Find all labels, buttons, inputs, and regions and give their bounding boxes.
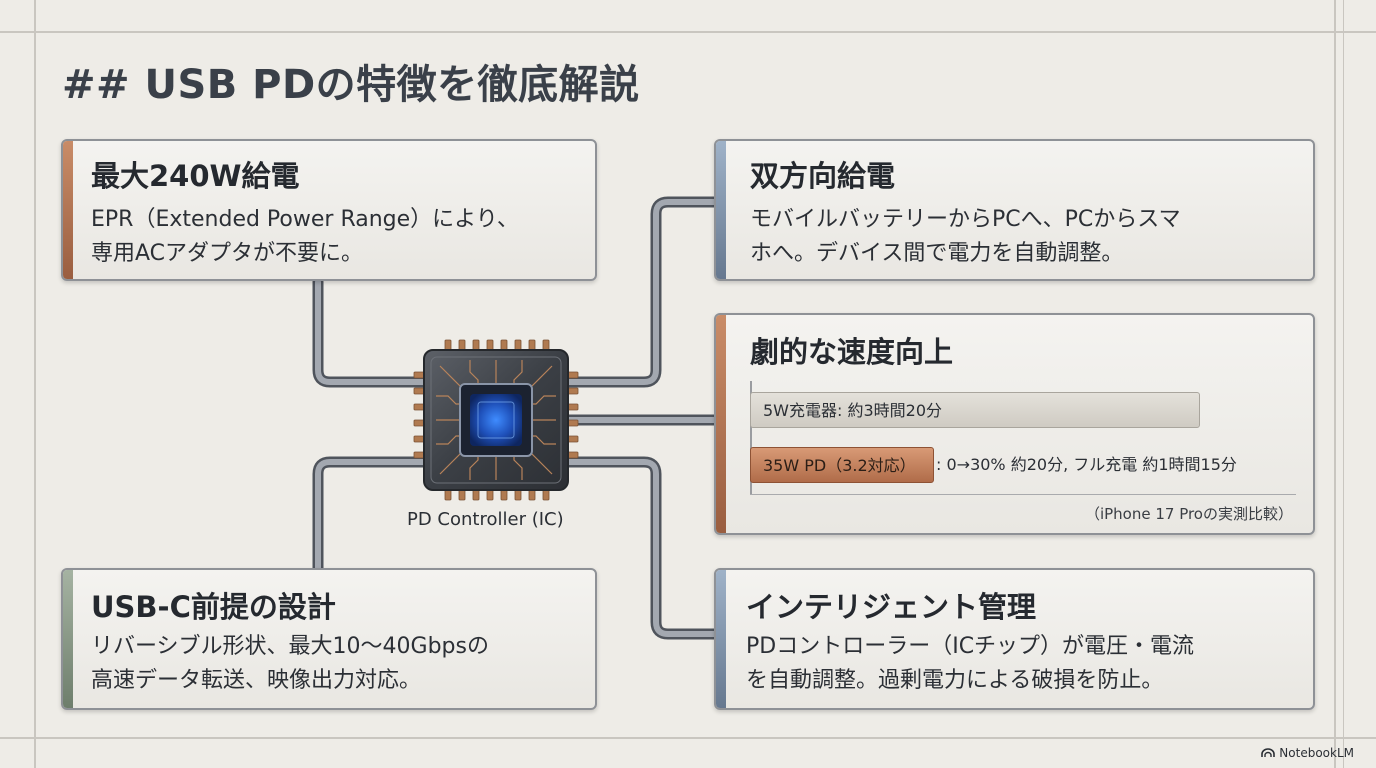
card-title: 最大240W給電: [91, 159, 300, 193]
card-intelligent: インテリジェント管理 PDコントローラー（ICチップ）が電圧・電流 を自動調整。…: [714, 568, 1315, 710]
speed-bar-35w-detail: : 0→30% 約20分, フル充電 約1時間15分: [936, 455, 1237, 474]
card-bidirectional: 双方向給電 モバイルバッテリーからPCへ、PCからスマ ホへ。デバイス間で電力を…: [714, 139, 1315, 281]
card-title: USB-C前提の設計: [91, 590, 336, 624]
speed-bar-5w: 5W充電器: 約3時間20分: [750, 392, 1200, 428]
card-body-line: ホへ。デバイス間で電力を自動調整。: [750, 241, 1124, 266]
frame-bottom-line: [0, 737, 1376, 739]
bar-baseline: [750, 494, 1296, 495]
card-accent: [716, 141, 726, 279]
page-title: ## USB PDの特徴を徹底解説: [62, 62, 640, 108]
frame-top-line: [0, 31, 1376, 33]
card-title: インテリジェント管理: [746, 590, 1037, 624]
frame-right-line: [1334, 0, 1336, 768]
card-body-line: PDコントローラー（ICチップ）が電圧・電流: [746, 634, 1195, 659]
card-body: モバイルバッテリーからPCへ、PCからスマ ホへ。デバイス間で電力を自動調整。: [750, 203, 1181, 271]
frame-right-line-2: [1343, 0, 1344, 768]
card-title: 劇的な速度向上: [750, 335, 954, 369]
bar-axis-line: [750, 381, 752, 495]
card-speed: 劇的な速度向上 5W充電器: 約3時間20分 35W PD（3.2対応） : 0…: [714, 313, 1315, 535]
card-body: リバーシブル形状、最大10〜40Gbpsの 高速データ転送、映像出力対応。: [91, 630, 489, 698]
pipes: [312, 196, 722, 640]
card-usbc-design: USB-C前提の設計 リバーシブル形状、最大10〜40Gbpsの 高速データ転送…: [61, 568, 597, 710]
notebooklm-logo-icon: [1261, 748, 1276, 757]
card-body: EPR（Extended Power Range）により、 専用ACアダプタが不…: [91, 203, 519, 271]
brand: NotebookLM: [1261, 746, 1354, 760]
card-body-line: を自動調整。過剰電力による破損を防止。: [746, 668, 1164, 693]
card-accent: [716, 570, 726, 708]
card-body-line: 高速データ転送、映像出力対応。: [91, 668, 422, 693]
chip-label: PD Controller (IC): [407, 509, 564, 530]
speed-bar-35w: 35W PD（3.2対応）: [750, 447, 934, 483]
card-accent: [63, 570, 73, 708]
card-max-power: 最大240W給電 EPR（Extended Power Range）により、 専…: [61, 139, 597, 281]
card-title: 双方向給電: [750, 159, 896, 193]
card-body-line: モバイルバッテリーからPCへ、PCからスマ: [750, 207, 1181, 232]
card-body-line: EPR（Extended Power Range）により、: [91, 207, 519, 232]
card-body-line: 専用ACアダプタが不要に。: [91, 241, 364, 266]
card-body-line: リバーシブル形状、最大10〜40Gbpsの: [91, 634, 489, 659]
frame-left-line: [34, 0, 36, 768]
measurement-note: （iPhone 17 Proの実測比較）: [1084, 505, 1293, 523]
card-accent: [716, 315, 726, 533]
card-accent: [63, 141, 73, 279]
card-body: PDコントローラー（ICチップ）が電圧・電流 を自動調整。過剰電力による破損を防…: [746, 630, 1194, 698]
microchip-icon: [413, 339, 579, 501]
brand-name: NotebookLM: [1279, 746, 1354, 760]
